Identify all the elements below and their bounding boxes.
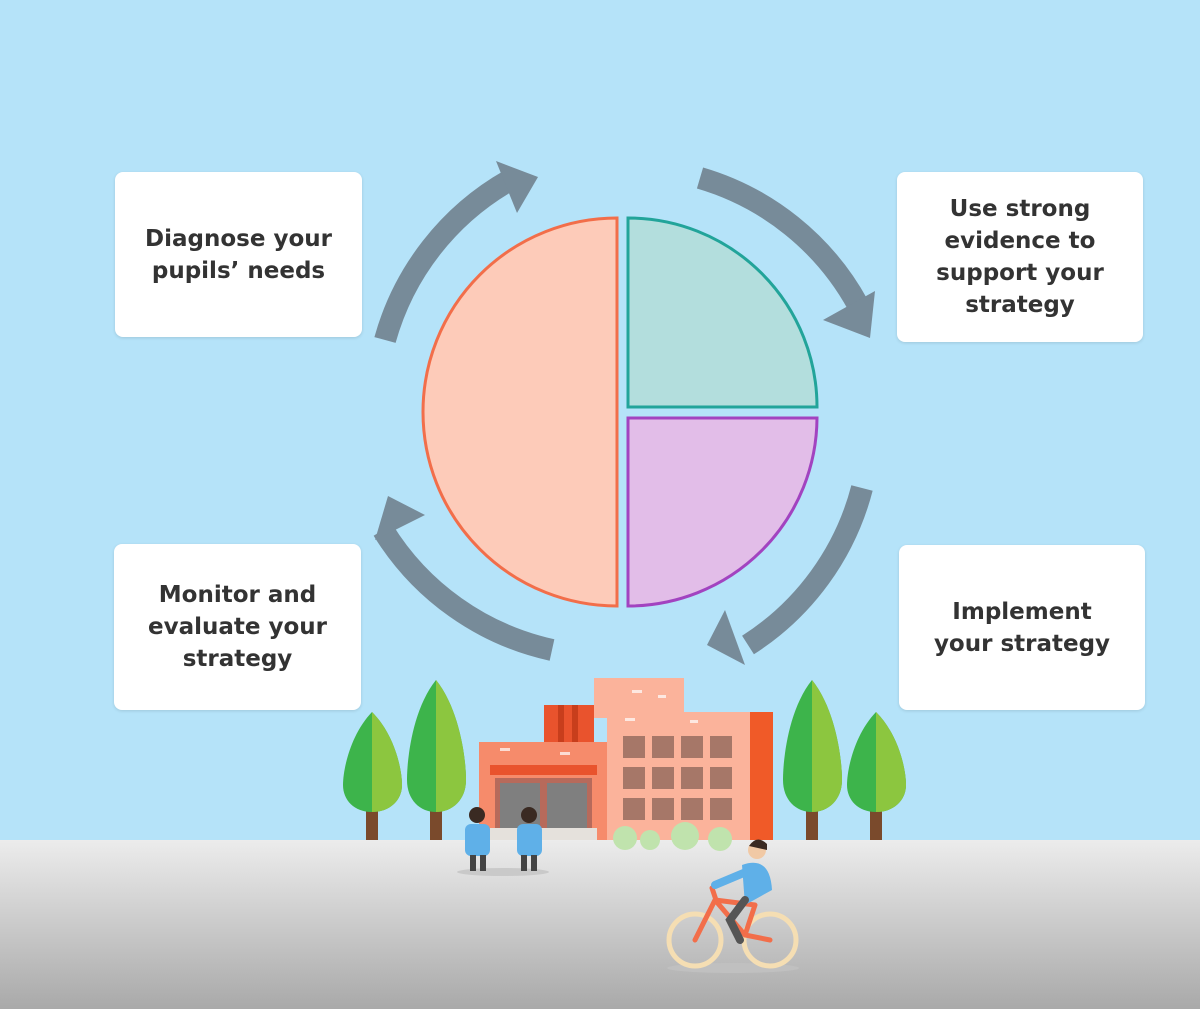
step-monitor-card: Monitor and evaluate your strategy	[114, 544, 361, 710]
ground	[0, 840, 1200, 1009]
step-implement-card: Implement your strategy	[899, 545, 1145, 710]
pie-quarter-bottom	[626, 416, 819, 608]
step-evidence-card: Use strong evidence to support your stra…	[897, 172, 1143, 342]
pie-quarter-top	[626, 216, 819, 409]
step-diagnose-card: Diagnose your pupils’ needs	[115, 172, 362, 337]
tree-right-1	[783, 680, 842, 840]
arrow-bottom-left	[373, 496, 555, 661]
arrow-bottom-right	[707, 485, 873, 665]
tree-right-2	[847, 712, 906, 840]
school-building	[479, 678, 773, 851]
arrow-top-left	[374, 161, 538, 343]
tree-left-1	[343, 712, 402, 840]
arrow-top-right	[696, 167, 875, 338]
pupils-walking	[457, 807, 549, 876]
step-implement-label: Implement your strategy	[933, 598, 1111, 657]
cyclist	[666, 839, 799, 973]
cycle-arrows	[373, 161, 875, 665]
pie-diagram	[421, 216, 819, 608]
tree-left-2	[407, 680, 466, 840]
step-diagnose-label: Diagnose your pupils’ needs	[145, 225, 332, 284]
step-monitor-label: Monitor and evaluate your strategy	[147, 582, 327, 672]
step-evidence-label: Use strong evidence to support your stra…	[936, 196, 1104, 318]
pie-half	[421, 216, 619, 608]
